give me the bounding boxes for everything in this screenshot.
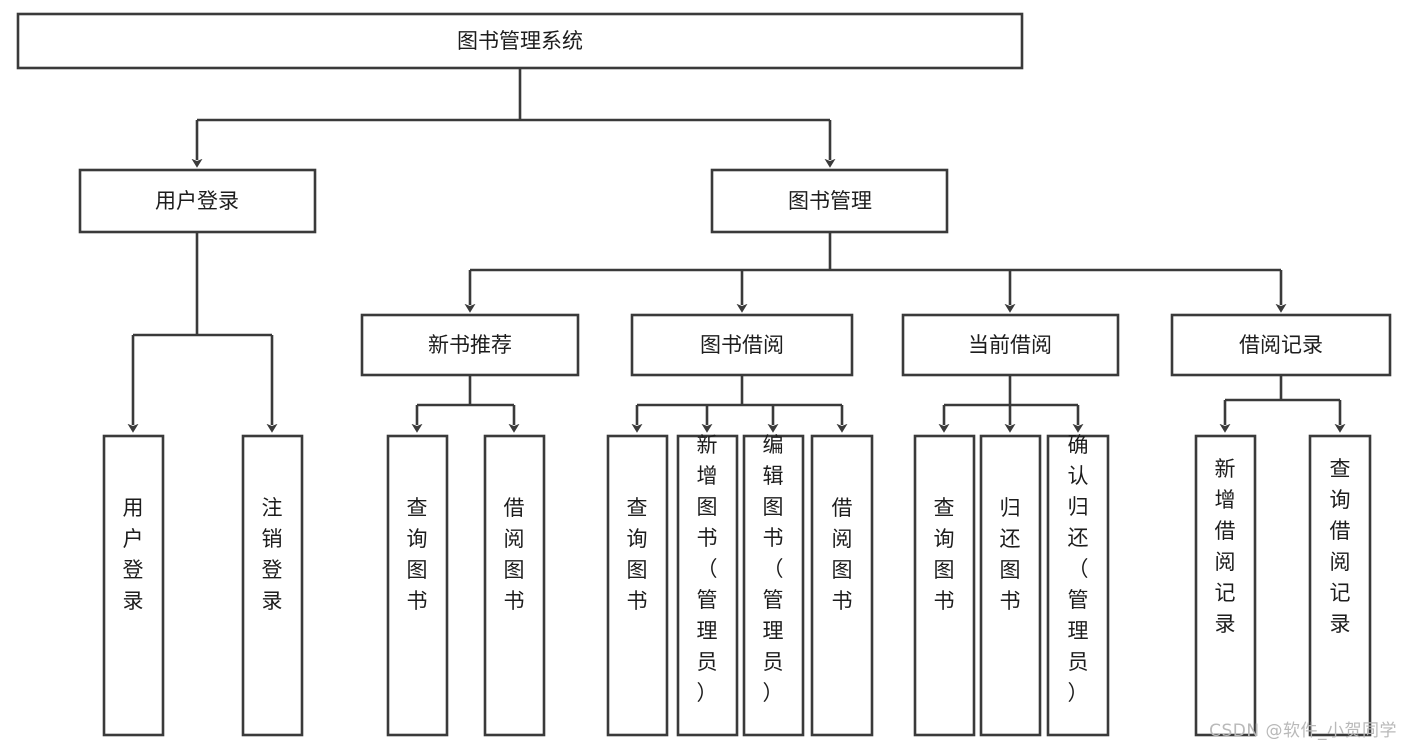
connectors-group (127, 68, 1346, 433)
node-root-box[interactable] (16, 12, 1024, 70)
leaf-borrow-record-2-box[interactable] (1308, 434, 1372, 737)
node-current-borrow[interactable]: 当前借阅 (901, 313, 1120, 377)
node-book-borrow[interactable]: 图书借阅 (630, 313, 854, 377)
leaf-book-borrow-4-label: 借阅图书 (832, 496, 853, 613)
leaf-book-borrow-2[interactable]: 新增图书（管理员） (676, 433, 739, 737)
leaf-borrow-record-2-label: 查询借阅记录 (1330, 457, 1351, 636)
leaf-user-login-1-label: 用户登录 (123, 496, 144, 613)
node-new-book-recommend[interactable]: 新书推荐 (360, 313, 580, 377)
node-user-login[interactable]: 用户登录 (78, 168, 317, 234)
leaf-current-borrow-3-box[interactable] (1046, 434, 1110, 737)
leaf-book-borrow-3-label: 编辑图书（管理员） (763, 433, 784, 705)
node-root[interactable]: 图书管理系统 (16, 12, 1024, 70)
leaf-user-login-2-box[interactable] (241, 434, 304, 737)
leaf-current-borrow-1-label: 查询图书 (934, 496, 955, 613)
leaf-current-borrow-2-box[interactable] (979, 434, 1042, 737)
leaf-book-borrow-4-box[interactable] (810, 434, 874, 737)
leaf-user-login-2-label: 注销登录 (262, 496, 283, 613)
leaf-new-book-1-label: 查询图书 (407, 496, 428, 613)
leaf-book-borrow-3[interactable]: 编辑图书（管理员） (742, 433, 805, 737)
node-user-login-label: 用户登录 (155, 189, 239, 213)
leaf-new-book-2-box[interactable] (483, 434, 546, 737)
node-book-borrow-label: 图书借阅 (700, 333, 784, 357)
leaf-book-borrow-2-box[interactable] (676, 434, 739, 737)
leaf-borrow-record-1-label: 新增借阅记录 (1215, 457, 1236, 636)
leaf-current-borrow-2-label: 归还图书 (1000, 496, 1021, 613)
leaf-current-borrow-2[interactable]: 归还图书 (979, 434, 1042, 737)
leaf-current-borrow-3-label: 确认归还（管理员） (1068, 433, 1089, 705)
leaf-new-book-2-label: 借阅图书 (504, 496, 525, 613)
node-book-borrow-box[interactable] (630, 313, 854, 377)
node-borrow-record-box[interactable] (1170, 313, 1392, 377)
leaf-book-borrow-2-label: 新增图书（管理员） (697, 433, 718, 705)
leaf-book-borrow-1-box[interactable] (606, 434, 669, 737)
csdn-watermark: CSDN @软件_小贺同学 (1209, 721, 1397, 741)
node-borrow-record[interactable]: 借阅记录 (1170, 313, 1392, 377)
leaf-current-borrow-3[interactable]: 确认归还（管理员） (1046, 433, 1110, 737)
node-book-manage[interactable]: 图书管理 (710, 168, 949, 234)
node-current-borrow-label: 当前借阅 (968, 333, 1052, 357)
leaf-new-book-2[interactable]: 借阅图书 (483, 434, 546, 737)
node-user-login-box[interactable] (78, 168, 317, 234)
leaf-book-borrow-3-box[interactable] (742, 434, 805, 737)
leaf-current-borrow-1-box[interactable] (913, 434, 976, 737)
leaf-borrow-record-1[interactable]: 新增借阅记录 (1194, 434, 1257, 737)
node-book-manage-box[interactable] (710, 168, 949, 234)
leaf-current-borrow-1[interactable]: 查询图书 (913, 434, 976, 737)
node-borrow-record-label: 借阅记录 (1239, 333, 1323, 357)
leaf-borrow-record-2[interactable]: 查询借阅记录 (1308, 434, 1372, 737)
leaf-book-borrow-1-label: 查询图书 (627, 496, 648, 613)
node-current-borrow-box[interactable] (901, 313, 1120, 377)
leaf-user-login-1-box[interactable] (102, 434, 165, 737)
node-book-manage-label: 图书管理 (788, 189, 872, 213)
leaf-new-book-1[interactable]: 查询图书 (386, 434, 449, 737)
leaf-user-login-2[interactable]: 注销登录 (241, 434, 304, 737)
leaf-user-login-1[interactable]: 用户登录 (102, 434, 165, 737)
node-root-label: 图书管理系统 (457, 29, 583, 53)
node-new-book-recommend-box[interactable] (360, 313, 580, 377)
leaf-borrow-record-1-box[interactable] (1194, 434, 1257, 737)
leaf-book-borrow-1[interactable]: 查询图书 (606, 434, 669, 737)
node-new-book-recommend-label: 新书推荐 (428, 333, 512, 357)
leaf-new-book-1-box[interactable] (386, 434, 449, 737)
leaf-book-borrow-4[interactable]: 借阅图书 (810, 434, 874, 737)
